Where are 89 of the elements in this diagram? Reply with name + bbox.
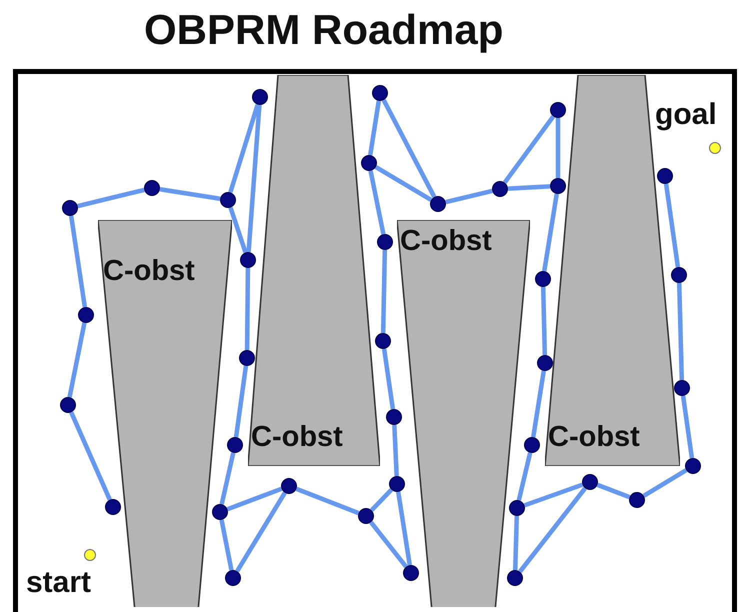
obstacle-region (248, 75, 380, 466)
roadmap-edge (69, 411, 112, 501)
goal-point (709, 142, 721, 154)
roadmap-edge (235, 492, 287, 572)
start-point (84, 549, 96, 561)
roadmap-edge (642, 468, 688, 498)
roadmap-edge (368, 170, 386, 235)
roadmap-edge (382, 99, 436, 198)
roadmap-node (685, 458, 701, 474)
obstacle-label: C-obst (251, 420, 343, 454)
roadmap-edge (524, 482, 584, 508)
roadmap-edge (382, 348, 396, 410)
roadmap-edge (380, 250, 388, 334)
roadmap-node (674, 380, 690, 396)
roadmap-node (535, 271, 551, 287)
roadmap-node (372, 85, 388, 101)
roadmap-edge (392, 424, 399, 476)
obstacle-label: C-obst (103, 254, 195, 288)
roadmap-edge (556, 118, 560, 178)
roadmap-edge (234, 366, 248, 438)
roadmap-edge (664, 184, 680, 268)
roadmap-node (507, 570, 523, 586)
roadmap-edge (370, 488, 394, 512)
obstacle-region (397, 220, 530, 607)
roadmap-edge (512, 516, 520, 570)
roadmap-node (389, 476, 405, 492)
roadmap-node (227, 437, 243, 453)
roadmap-edge (502, 115, 556, 184)
roadmap-node (629, 492, 645, 508)
roadmap-edge (246, 104, 262, 252)
diagram-title: OBPRM Roadmap (144, 5, 504, 55)
roadmap-node (537, 355, 553, 371)
point-label: start (26, 566, 92, 600)
roadmap-node (375, 333, 391, 349)
roadmap-edge (219, 519, 234, 571)
roadmap-node (225, 570, 241, 586)
roadmap-edge (680, 396, 694, 458)
roadmap-node (550, 102, 566, 118)
roadmap-edge (531, 370, 546, 438)
roadmap-edge (68, 216, 88, 308)
roadmap-node (550, 178, 566, 194)
roadmap-node (358, 508, 374, 524)
roadmap-edge (369, 520, 408, 568)
roadmap-edge (518, 486, 587, 574)
roadmap-edge (540, 286, 548, 356)
roadmap-node (403, 565, 419, 581)
roadmap-edge (226, 486, 282, 512)
roadmap-node (60, 397, 76, 413)
roadmap-node (240, 252, 256, 268)
roadmap-edge (676, 282, 684, 380)
roadmap-edge (445, 188, 493, 204)
roadmap-node (671, 267, 687, 283)
roadmap-edge (542, 194, 559, 272)
roadmap-edge (368, 100, 381, 156)
roadmap-edge (77, 188, 145, 208)
point-label: goal (655, 98, 717, 132)
roadmap-edge (508, 184, 550, 191)
roadmap-node (509, 500, 525, 516)
roadmap-edge (516, 452, 532, 501)
roadmap-edge (228, 206, 248, 254)
roadmap-node (252, 89, 268, 105)
obstacle-label: C-obst (400, 224, 492, 258)
roadmap-node (144, 180, 160, 196)
roadmap-node (377, 234, 393, 250)
roadmap-node (361, 155, 377, 171)
roadmap-node (281, 478, 297, 494)
roadmap-edge (596, 482, 630, 500)
roadmap-node (220, 192, 236, 208)
obstacle-label: C-obst (548, 420, 640, 454)
roadmap-node (386, 409, 402, 425)
roadmap-node (212, 504, 228, 520)
roadmap-node (524, 437, 540, 453)
roadmap-edge (244, 268, 250, 350)
roadmap-node (239, 350, 255, 366)
roadmap-edge (220, 452, 236, 505)
roadmap-node (657, 168, 673, 184)
obstacle-region (98, 220, 232, 607)
roadmap-edge (67, 322, 87, 398)
roadmap-edge (228, 104, 260, 194)
roadmap-edge (396, 492, 412, 566)
roadmap-node (105, 499, 121, 515)
roadmap-node (430, 196, 446, 212)
roadmap-node (582, 474, 598, 490)
roadmap-node (492, 181, 508, 197)
roadmap-edge (374, 165, 432, 202)
roadmap-edge (296, 486, 360, 516)
roadmap-edge (160, 187, 220, 201)
roadmap-node (78, 307, 94, 323)
roadmap-node (62, 200, 78, 216)
